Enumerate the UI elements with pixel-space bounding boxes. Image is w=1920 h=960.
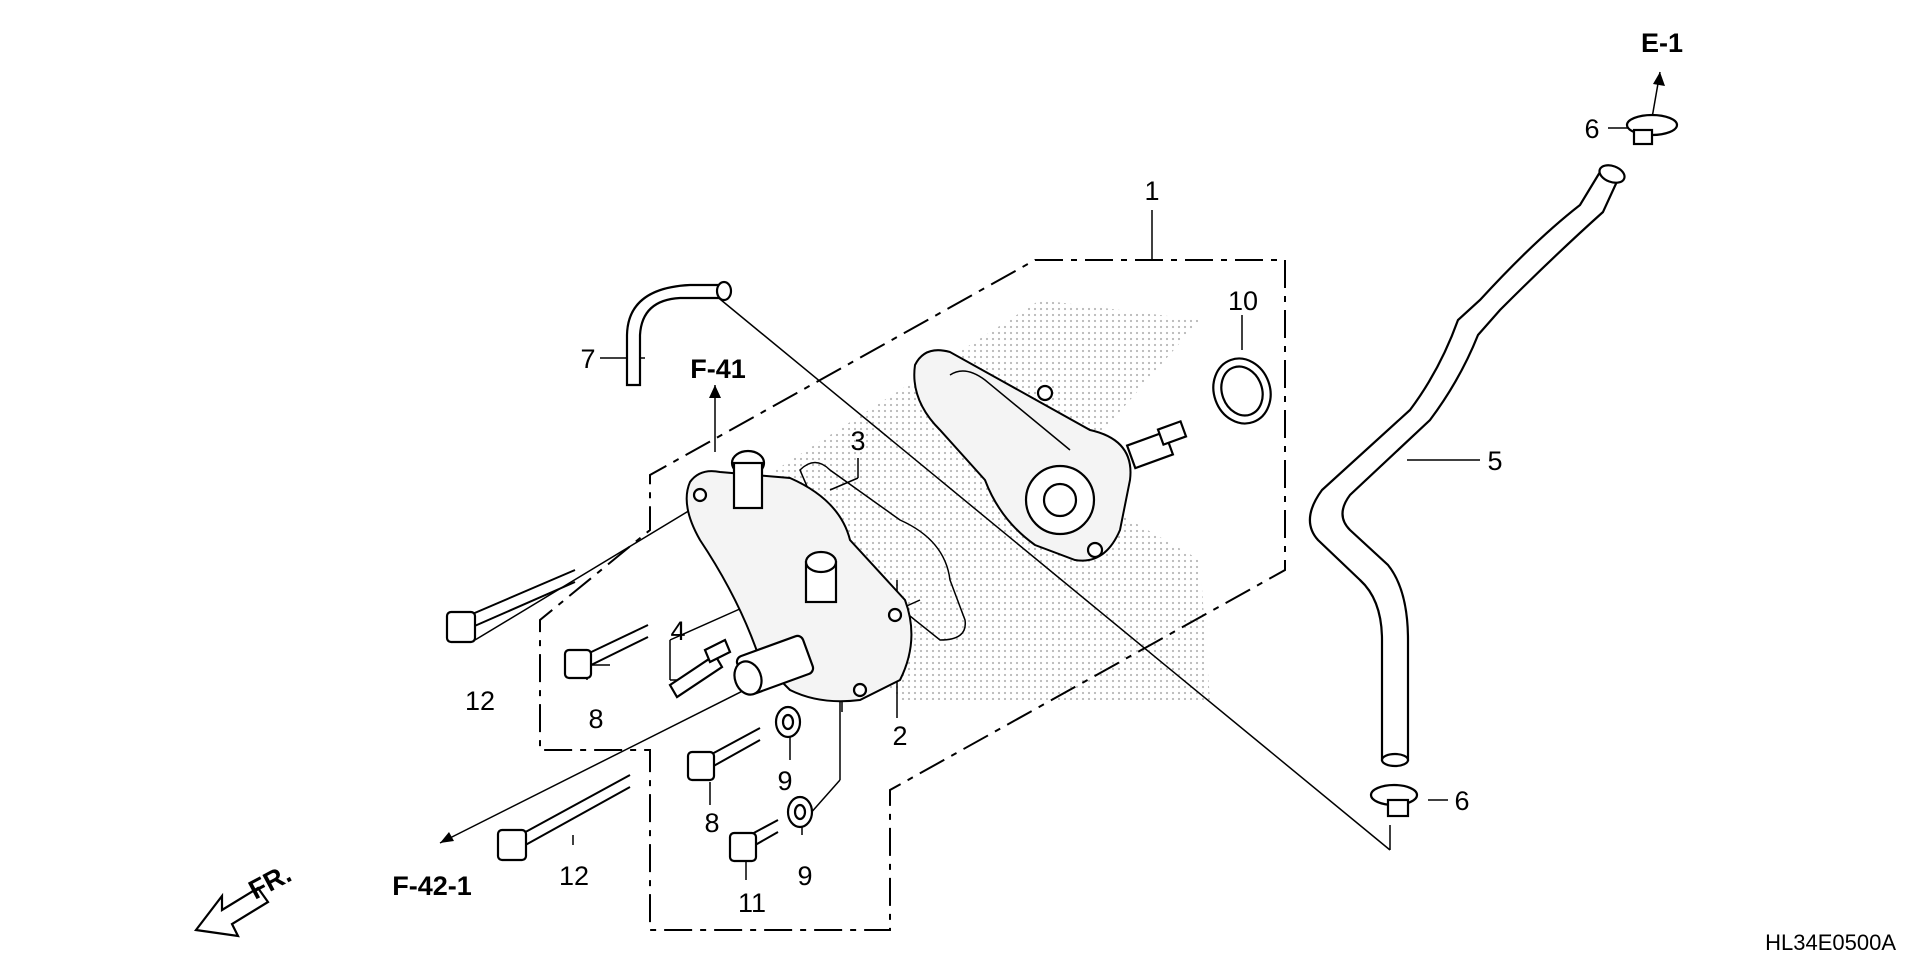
front-direction-arrow — [193, 886, 270, 938]
hose-clamp-6-bottom — [1369, 783, 1419, 818]
callout-5: 5 — [1487, 446, 1502, 476]
washer-9-lower — [786, 795, 814, 829]
clip-4 — [668, 638, 732, 699]
callout-8-lower: 8 — [704, 808, 719, 838]
o-ring-10 — [1212, 357, 1272, 425]
callout-4: 4 — [670, 616, 685, 646]
water-hose-5 — [1308, 164, 1626, 768]
callout-1: 1 — [1144, 176, 1159, 206]
assembly-outline — [539, 259, 1286, 931]
bypass-hose-7 — [625, 280, 733, 387]
diagram-code: HL34E0500A — [1765, 930, 1896, 955]
callout-11: 11 — [738, 888, 766, 918]
callout-12-upper: 12 — [465, 686, 495, 716]
reference-f42-1: F-42-1 — [392, 871, 472, 901]
washer-9-upper — [774, 705, 802, 739]
flange-bolt-8-upper — [563, 624, 649, 680]
flange-bolt-12-lower — [496, 774, 631, 862]
callout-12-lower: 12 — [559, 861, 589, 891]
pump-cover-2 — [685, 449, 913, 703]
callout-9-upper: 9 — [777, 766, 792, 796]
callout-9-lower: 9 — [797, 861, 812, 891]
callout-3: 3 — [850, 426, 865, 456]
reference-f41: F-41 — [690, 354, 746, 384]
callout-7: 7 — [580, 344, 595, 374]
flange-bolt-12-upper — [445, 569, 576, 644]
callout-6-top: 6 — [1584, 114, 1599, 144]
water-pump-body — [913, 349, 1188, 562]
callout-8-upper: 8 — [588, 704, 603, 734]
callout-2: 2 — [892, 721, 907, 751]
callout-10: 10 — [1228, 286, 1258, 316]
hose-clamp-6-top — [1625, 113, 1679, 146]
flange-bolt-8-lower — [686, 727, 761, 782]
reference-e1: E-1 — [1641, 28, 1683, 58]
flange-bolt-11 — [728, 819, 779, 863]
callout-6-bottom: 6 — [1454, 786, 1469, 816]
